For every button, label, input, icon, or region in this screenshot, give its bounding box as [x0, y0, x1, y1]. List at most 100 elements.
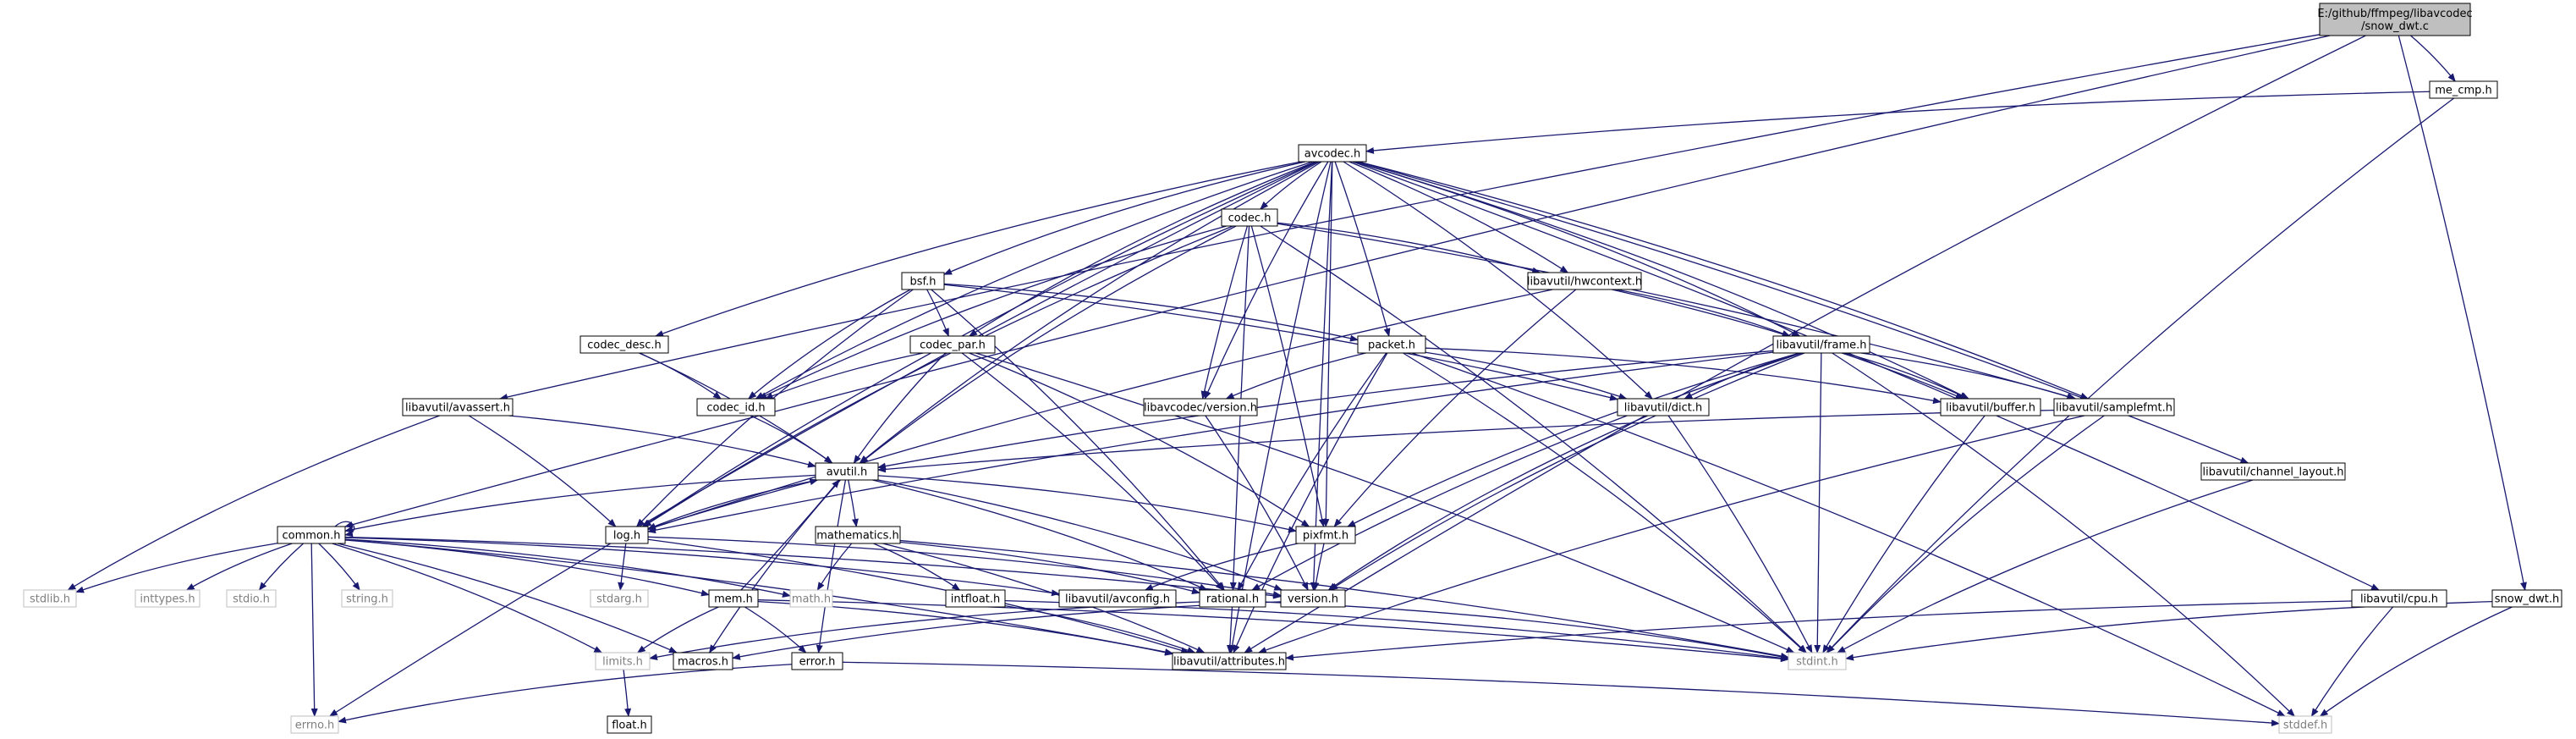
node-dict[interactable]: libavutil/dict.h: [1617, 398, 1710, 416]
node-avcodec[interactable]: avcodec.h: [1298, 144, 1367, 163]
edge-avcodec-to-lavc_version: [1204, 161, 1329, 400]
node-buffer[interactable]: libavutil/buffer.h: [1940, 398, 2041, 416]
node-codec[interactable]: codec.h: [1221, 208, 1278, 227]
node-frame[interactable]: libavutil/frame.h: [1772, 335, 1870, 354]
node-label: mathematics.h: [816, 530, 899, 543]
edge-frame-to-avutil: [877, 350, 1774, 470]
node-me-cmp[interactable]: me_cmp.h: [2429, 80, 2498, 99]
node-avconfig[interactable]: libavutil/avconfig.h: [1058, 589, 1177, 608]
edge-me_cmp-to-stdint: [1826, 97, 2455, 654]
edge-root-to-me_cmp: [2410, 35, 2456, 82]
edge-mathematics-to-rational: [899, 541, 1200, 594]
edge-avutil-to-log: [647, 479, 818, 530]
node-pixfmt[interactable]: pixfmt.h: [1295, 526, 1356, 544]
edge-log-to-avutil: [647, 478, 819, 530]
edge-codec-to-stdint: [1260, 225, 1807, 654]
node-math: math.h: [789, 589, 833, 608]
node-box: [1058, 589, 1177, 608]
node-macros[interactable]: macros.h: [673, 652, 733, 670]
node-bsf[interactable]: bsf.h: [901, 272, 945, 290]
node-inttypes: inttypes.h: [135, 589, 200, 608]
node-attributes[interactable]: libavutil/attributes.h: [1172, 652, 1287, 670]
node-label: libavcodec/version.h: [1144, 402, 1257, 415]
edge-log-to-version: [647, 536, 1282, 598]
edge-common-to-stdio: [258, 543, 304, 591]
node-box: [277, 526, 346, 544]
node-lavc-version[interactable]: libavcodec/version.h: [1143, 398, 1258, 416]
edge-hwcontext-to-frame: [1616, 289, 1791, 337]
edge-avcodec-to-samplefmt: [1358, 161, 2090, 400]
edge-avcodec-to-codec: [1260, 161, 1322, 210]
node-label: me_cmp.h: [2435, 85, 2492, 97]
node-box: [2351, 589, 2447, 608]
node-box: [791, 652, 843, 670]
node-log[interactable]: log.h: [605, 526, 649, 544]
edge-mem-to-error: [744, 606, 807, 654]
node-codec-desc[interactable]: codec_desc.h: [579, 335, 669, 354]
node-label: macros.h: [678, 656, 728, 669]
node-label: mem.h: [714, 593, 753, 606]
edge-assert-to-stdlib: [67, 415, 440, 591]
edge-mathematics-to-attributes: [882, 543, 1206, 654]
node-error[interactable]: error.h: [791, 652, 843, 670]
node-box: [909, 335, 996, 354]
edge-avcodec-to-avutil: [859, 161, 1321, 464]
edge-root-to-common: [344, 35, 2331, 528]
node-cpu[interactable]: libavutil/cpu.h: [2351, 589, 2447, 608]
node-packet[interactable]: packet.h: [1357, 335, 1426, 354]
edge-avcodec-to-dict: [1343, 161, 1653, 400]
edge-packet-to-stddef: [1411, 352, 2286, 717]
node-channel-layout[interactable]: libavutil/channel_layout.h: [2200, 462, 2346, 481]
node-common[interactable]: common.h: [277, 526, 346, 544]
node-label: stdlib.h: [30, 593, 70, 606]
node-label: float.h: [612, 720, 647, 732]
node-codec-par[interactable]: codec_par.h: [909, 335, 996, 354]
edge-me_cmp-to-avcodec: [1365, 91, 2430, 154]
edge-bsf-to-rational: [931, 289, 1225, 591]
node-rational[interactable]: rational.h: [1199, 589, 1266, 608]
node-label: E:/github/ffmpeg/libavcodec: [2317, 8, 2472, 20]
node-label: codec.h: [1228, 212, 1272, 225]
edge-codec-to-log: [642, 225, 1233, 527]
node-mem[interactable]: mem.h: [708, 589, 759, 608]
edge-common-to-macros: [337, 543, 678, 654]
node-float[interactable]: float.h: [607, 715, 652, 734]
node-box: [815, 462, 879, 481]
node-avutil[interactable]: avutil.h: [815, 462, 879, 481]
edge-frame-to-samplefmt: [1860, 352, 2076, 400]
node-mathematics[interactable]: mathematics.h: [815, 526, 901, 544]
edge-assert-to-log: [468, 415, 617, 527]
node-label: stdint.h: [1796, 656, 1837, 669]
edge-codec_par-to-rational: [961, 352, 1224, 591]
node-box: [226, 589, 277, 608]
edge-common-to-avconfig: [344, 537, 1060, 597]
edge-buffer-to-stdint: [1822, 415, 1986, 654]
node-intfloat[interactable]: intfloat.h: [945, 589, 1006, 608]
edge-bsf-to-codec_par: [926, 289, 949, 337]
edge-codec_desc-to-codec_id: [639, 352, 722, 400]
edge-log-to-attributes: [647, 538, 1190, 654]
edge-samplefmt-to-stdint: [1826, 415, 2105, 654]
node-label: inttypes.h: [140, 593, 195, 606]
node-label: stddef.h: [2283, 720, 2327, 732]
node-box: [1617, 398, 1710, 416]
edge-intfloat-to-attributes: [1004, 604, 1196, 654]
node-version[interactable]: version.h: [1280, 589, 1346, 608]
node-box: [607, 715, 652, 734]
node-samplefmt[interactable]: libavutil/samplefmt.h: [2053, 398, 2175, 416]
node-stdio: stdio.h: [226, 589, 277, 608]
edge-avcodec-to-pixfmt: [1322, 161, 1333, 527]
edge-common-to-string: [318, 543, 360, 591]
node-hwcontext[interactable]: libavutil/hwcontext.h: [1527, 272, 1642, 290]
node-box: [815, 526, 901, 544]
node-codec-id[interactable]: codec_id.h: [696, 398, 776, 416]
edge-avcodec-to-buffer: [1354, 161, 1969, 400]
edge-avcodec-to-codec_id: [755, 161, 1313, 400]
edge-mathematics-to-intfloat: [873, 543, 961, 591]
edge-common-to-version: [344, 536, 1282, 599]
node-box: [595, 652, 651, 670]
node-snow-dwt[interactable]: snow_dwt.h: [2491, 589, 2562, 608]
node-assert[interactable]: libavutil/avassert.h: [402, 398, 514, 416]
edge-version-to-macros: [732, 601, 1282, 660]
